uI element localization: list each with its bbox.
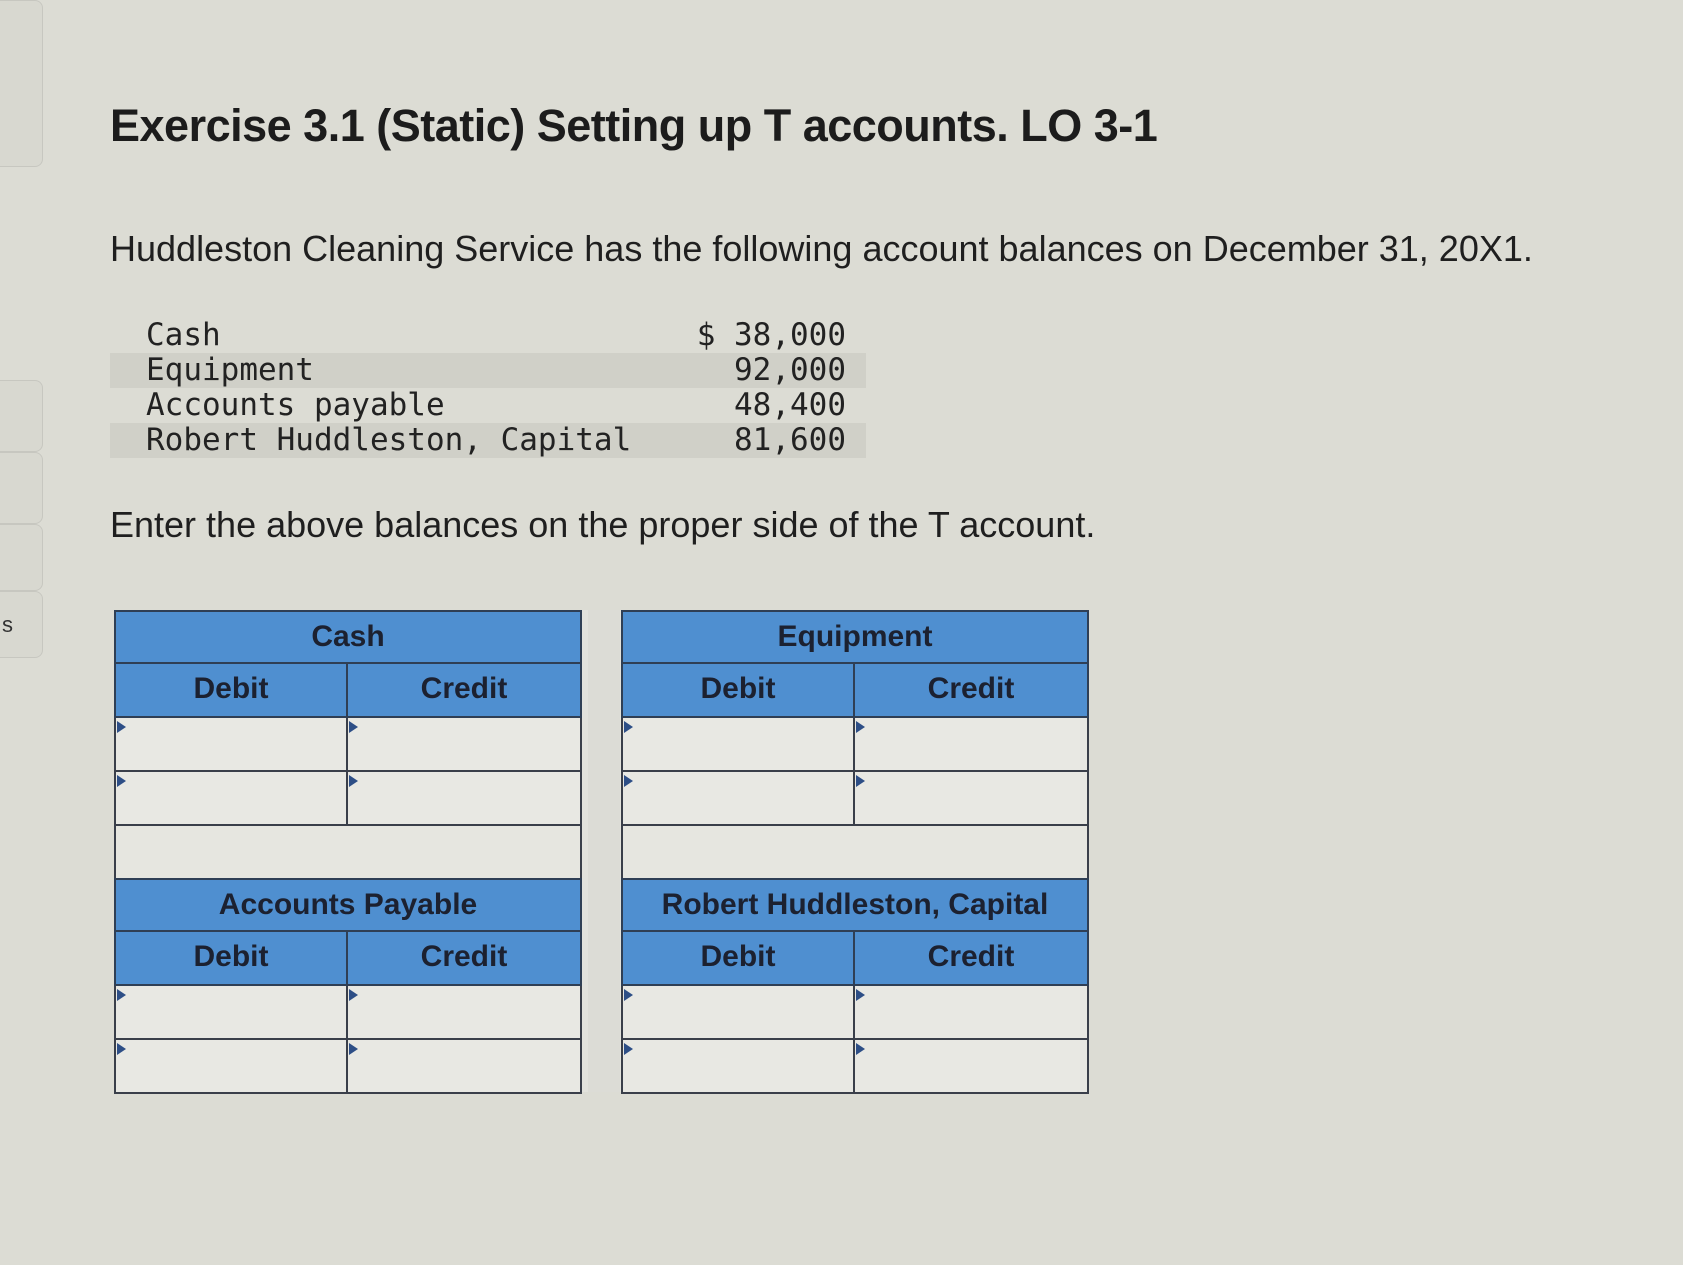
debit-header: Debit: [621, 664, 855, 718]
credit-header: Credit: [348, 664, 582, 718]
capital-debit-input-1[interactable]: [623, 986, 853, 1038]
t-account-accounts-payable: Accounts Payable Debit Credit: [114, 878, 582, 1094]
credit-cell: [348, 1040, 582, 1094]
balance-account-name: Cash: [146, 317, 221, 353]
debit-header: Debit: [114, 664, 348, 718]
exercise-title: Exercise 3.1 (Static) Setting up T accou…: [110, 100, 1158, 151]
cash-credit-input-1[interactable]: [348, 718, 580, 770]
cash-debit-input-1[interactable]: [116, 718, 346, 770]
rail-tab[interactable]: [0, 0, 43, 167]
balance-amount: $ 38,000: [696, 317, 846, 353]
entry-row: [114, 772, 582, 826]
accounts-payable-debit-input-1[interactable]: [116, 986, 346, 1038]
t-account-title: Robert Huddleston, Capital: [621, 878, 1089, 932]
sidebar-partial-label: s: [2, 612, 13, 637]
balance-amount: 48,400: [734, 387, 846, 423]
capital-debit-input-2[interactable]: [623, 1040, 853, 1092]
instruction-text: Enter the above balances on the proper s…: [110, 504, 1096, 545]
accounts-payable-debit-input-2[interactable]: [116, 1040, 346, 1092]
entry-row: [621, 772, 1089, 826]
debit-cell: [114, 772, 348, 826]
rail-tab[interactable]: [0, 452, 43, 524]
entry-row: [621, 986, 1089, 1040]
balance-row: Cash $ 38,000: [110, 318, 866, 353]
debit-cell: [114, 718, 348, 772]
entry-row: [621, 1040, 1089, 1094]
t-account-title: Accounts Payable: [114, 878, 582, 932]
credit-cell: [855, 1040, 1089, 1094]
t-accounts-grid: Cash Debit Credit Equipment Debit Credit: [114, 610, 1089, 1094]
cash-debit-input-2[interactable]: [116, 772, 346, 824]
t-account-equipment: Equipment Debit Credit: [621, 610, 1089, 880]
t-account-footer: [114, 826, 582, 880]
balance-row: Robert Huddleston, Capital 81,600: [110, 423, 866, 458]
credit-cell: [348, 718, 582, 772]
accounts-payable-credit-input-2[interactable]: [348, 1040, 580, 1092]
credit-cell: [348, 986, 582, 1040]
debit-cell: [621, 986, 855, 1040]
t-account-capital: Robert Huddleston, Capital Debit Credit: [621, 878, 1089, 1094]
column-header-row: Debit Credit: [114, 664, 582, 718]
rail-tab[interactable]: [0, 591, 43, 658]
credit-cell: [348, 772, 582, 826]
entry-row: [114, 1040, 582, 1094]
column-header-row: Debit Credit: [621, 932, 1089, 986]
debit-header: Debit: [621, 932, 855, 986]
entry-row: [114, 718, 582, 772]
credit-header: Credit: [855, 664, 1089, 718]
entry-row: [621, 718, 1089, 772]
t-account-cash: Cash Debit Credit: [114, 610, 582, 880]
credit-cell: [855, 772, 1089, 826]
intro-text: Huddleston Cleaning Service has the foll…: [110, 228, 1533, 269]
debit-cell: [621, 718, 855, 772]
balance-row: Accounts payable 48,400: [110, 388, 866, 423]
balance-amount: 92,000: [676, 353, 866, 388]
column-header-row: Debit Credit: [114, 932, 582, 986]
equipment-credit-input-2[interactable]: [855, 772, 1087, 824]
equipment-debit-input-2[interactable]: [623, 772, 853, 824]
entry-row: [114, 986, 582, 1040]
rail-tab[interactable]: [0, 524, 43, 591]
debit-header: Debit: [114, 932, 348, 986]
balance-account-name: Robert Huddleston, Capital: [110, 423, 676, 458]
debit-cell: [621, 1040, 855, 1094]
debit-cell: [114, 1040, 348, 1094]
balances-table: Cash $ 38,000 Equipment 92,000 Accounts …: [110, 318, 866, 458]
credit-header: Credit: [855, 932, 1089, 986]
balance-account-name: Accounts payable: [146, 387, 445, 423]
capital-credit-input-2[interactable]: [855, 1040, 1087, 1092]
equipment-debit-input-1[interactable]: [623, 718, 853, 770]
t-account-title: Cash: [114, 610, 582, 664]
capital-credit-input-1[interactable]: [855, 986, 1087, 1038]
credit-cell: [855, 986, 1089, 1040]
credit-cell: [855, 718, 1089, 772]
column-divider: [588, 610, 620, 1092]
equipment-credit-input-1[interactable]: [855, 718, 1087, 770]
debit-cell: [114, 986, 348, 1040]
rail-tab[interactable]: [0, 380, 43, 452]
balance-amount: 81,600: [676, 423, 866, 458]
balance-row: Equipment 92,000: [110, 353, 866, 388]
cash-credit-input-2[interactable]: [348, 772, 580, 824]
left-rail: s: [0, 0, 44, 1265]
column-header-row: Debit Credit: [621, 664, 1089, 718]
t-account-footer: [621, 826, 1089, 880]
accounts-payable-credit-input-1[interactable]: [348, 986, 580, 1038]
t-account-title: Equipment: [621, 610, 1089, 664]
balance-account-name: Equipment: [110, 353, 676, 388]
credit-header: Credit: [348, 932, 582, 986]
debit-cell: [621, 772, 855, 826]
